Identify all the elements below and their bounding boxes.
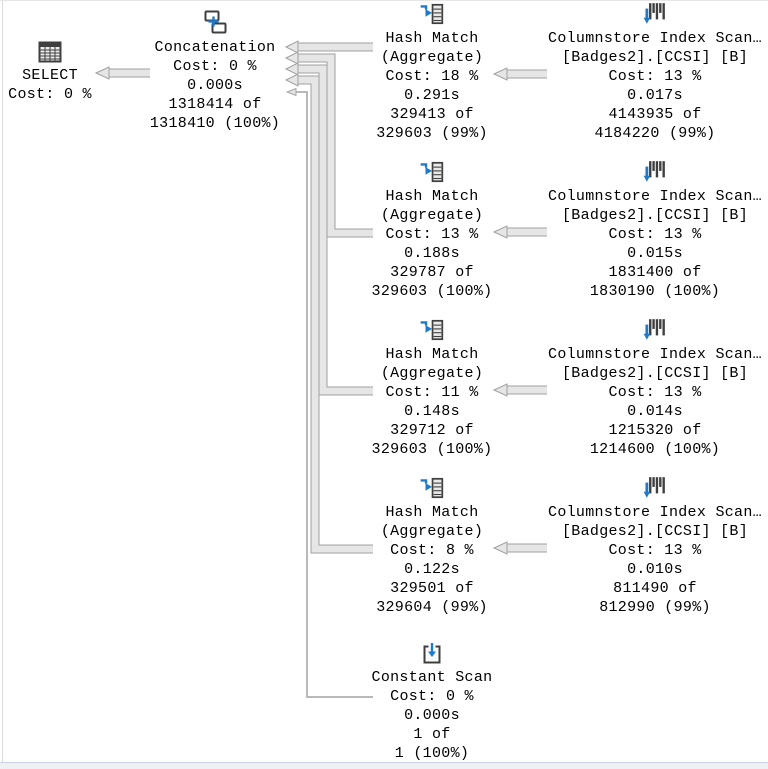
node-object: [Badges2].[CCSI] [B] <box>561 523 749 540</box>
node-rowcount: 1831400 of <box>608 264 702 281</box>
node-time: 0.014s <box>627 403 683 420</box>
node-subtitle: (Aggregate) <box>380 523 484 540</box>
hash-match-icon <box>419 317 445 343</box>
node-cost: Cost: 0 % <box>8 86 92 103</box>
columnstore-scan-node-2[interactable]: Columnstore Index Scan… [Badges2].[CCSI]… <box>542 159 768 301</box>
node-title: Constant Scan <box>371 669 493 686</box>
node-title: Hash Match <box>385 30 479 47</box>
node-cost: Cost: 13 % <box>608 384 702 401</box>
node-total: 1 (100%) <box>394 745 470 762</box>
node-time: 0.015s <box>627 245 683 262</box>
node-title: Hash Match <box>385 346 479 363</box>
node-cost: Cost: 13 % <box>385 226 479 243</box>
hash-match-node-3[interactable]: Hash Match (Aggregate) Cost: 11 % 0.148s… <box>342 317 522 459</box>
node-object: [Badges2].[CCSI] [B] <box>561 49 749 66</box>
node-time: 0.122s <box>404 561 460 578</box>
node-title: Hash Match <box>385 504 479 521</box>
node-title: SELECT <box>22 67 78 84</box>
concatenation-node[interactable]: Concatenation Cost: 0 % 0.000s 1318414 o… <box>148 8 282 133</box>
node-time: 0.000s <box>404 707 460 724</box>
node-total: 329603 (100%) <box>371 441 493 458</box>
pane-border-top <box>0 0 768 1</box>
node-rowcount: 1318414 of <box>168 96 262 113</box>
node-time: 0.017s <box>627 87 683 104</box>
node-total: 4184220 (99%) <box>594 125 716 142</box>
columnstore-scan-icon <box>642 475 668 501</box>
node-cost: Cost: 0 % <box>173 58 257 75</box>
node-time: 0.148s <box>404 403 460 420</box>
node-time: 0.188s <box>404 245 460 262</box>
node-title: Columnstore Index Scan… <box>548 188 762 205</box>
columnstore-scan-icon <box>642 1 668 27</box>
constant-scan-node[interactable]: Constant Scan Cost: 0 % 0.000s 1 of 1 (1… <box>342 642 522 763</box>
node-rowcount: 329413 of <box>390 106 474 123</box>
node-time: 0.000s <box>187 77 243 94</box>
hash2-to-concat-arrow <box>284 51 373 238</box>
node-rowcount: 329712 of <box>390 422 474 439</box>
node-title: Hash Match <box>385 188 479 205</box>
columnstore-scan-node-3[interactable]: Columnstore Index Scan… [Badges2].[CCSI]… <box>542 317 768 459</box>
hash-match-node-2[interactable]: Hash Match (Aggregate) Cost: 13 % 0.188s… <box>342 159 522 301</box>
hash3-to-concat-arrow <box>284 62 373 396</box>
columnstore-scan-node-1[interactable]: Columnstore Index Scan… [Badges2].[CCSI]… <box>542 1 768 143</box>
horizontal-scrollbar[interactable] <box>0 762 768 769</box>
node-total: 1830190 (100%) <box>589 283 721 300</box>
scan1-to-hash1-arrow <box>492 67 547 81</box>
concat-to-select-arrow <box>94 66 150 80</box>
hash-match-icon <box>419 475 445 501</box>
node-total: 329603 (100%) <box>371 283 493 300</box>
node-rowcount: 329787 of <box>390 264 474 281</box>
node-rowcount: 811490 of <box>613 580 697 597</box>
node-object: [Badges2].[CCSI] [B] <box>561 207 749 224</box>
node-total: 329603 (99%) <box>376 125 488 142</box>
node-total: 1214600 (100%) <box>589 441 721 458</box>
concatenation-icon <box>201 8 229 36</box>
scan4-to-hash4-arrow <box>492 541 547 555</box>
node-title: Concatenation <box>154 39 276 56</box>
node-rowcount: 4143935 of <box>608 106 702 123</box>
hash4-to-concat-arrow <box>284 73 373 554</box>
node-object: [Badges2].[CCSI] [B] <box>561 365 749 382</box>
hash-match-icon <box>419 159 445 185</box>
node-subtitle: (Aggregate) <box>380 207 484 224</box>
node-total: 812990 (99%) <box>599 599 711 616</box>
node-rowcount: 329501 of <box>390 580 474 597</box>
node-cost: Cost: 13 % <box>608 542 702 559</box>
columnstore-scan-icon <box>642 317 668 343</box>
select-node[interactable]: SELECT Cost: 0 % <box>8 40 92 104</box>
hash-match-icon <box>419 1 445 27</box>
columnstore-scan-node-4[interactable]: Columnstore Index Scan… [Badges2].[CCSI]… <box>542 475 768 617</box>
pane-border-left <box>2 0 3 769</box>
hash-match-node-4[interactable]: Hash Match (Aggregate) Cost: 8 % 0.122s … <box>342 475 522 617</box>
node-time: 0.010s <box>627 561 683 578</box>
node-title: Columnstore Index Scan… <box>548 504 762 521</box>
node-cost: Cost: 0 % <box>390 688 474 705</box>
hash1-to-concat-arrow <box>284 40 373 54</box>
scan3-to-hash3-arrow <box>492 383 547 397</box>
constant-scan-icon <box>420 642 444 666</box>
node-total: 329604 (99%) <box>376 599 488 616</box>
node-cost: Cost: 11 % <box>385 384 479 401</box>
node-rowcount: 1215320 of <box>608 422 702 439</box>
node-cost: Cost: 18 % <box>385 68 479 85</box>
node-subtitle: (Aggregate) <box>380 365 484 382</box>
node-title: Columnstore Index Scan… <box>548 30 762 47</box>
hash-match-node-1[interactable]: Hash Match (Aggregate) Cost: 18 % 0.291s… <box>342 1 522 143</box>
node-subtitle: (Aggregate) <box>380 49 484 66</box>
columnstore-scan-icon <box>642 159 668 185</box>
constant-to-concat-arrow <box>285 87 373 698</box>
node-rowcount: 1 of <box>413 726 451 743</box>
node-cost: Cost: 13 % <box>608 68 702 85</box>
scan2-to-hash2-arrow <box>492 225 547 239</box>
result-grid-icon <box>38 40 62 64</box>
node-cost: Cost: 8 % <box>390 542 474 559</box>
node-title: Columnstore Index Scan… <box>548 346 762 363</box>
node-total: 1318410 (100%) <box>149 115 281 132</box>
node-time: 0.291s <box>404 87 460 104</box>
node-cost: Cost: 13 % <box>608 226 702 243</box>
